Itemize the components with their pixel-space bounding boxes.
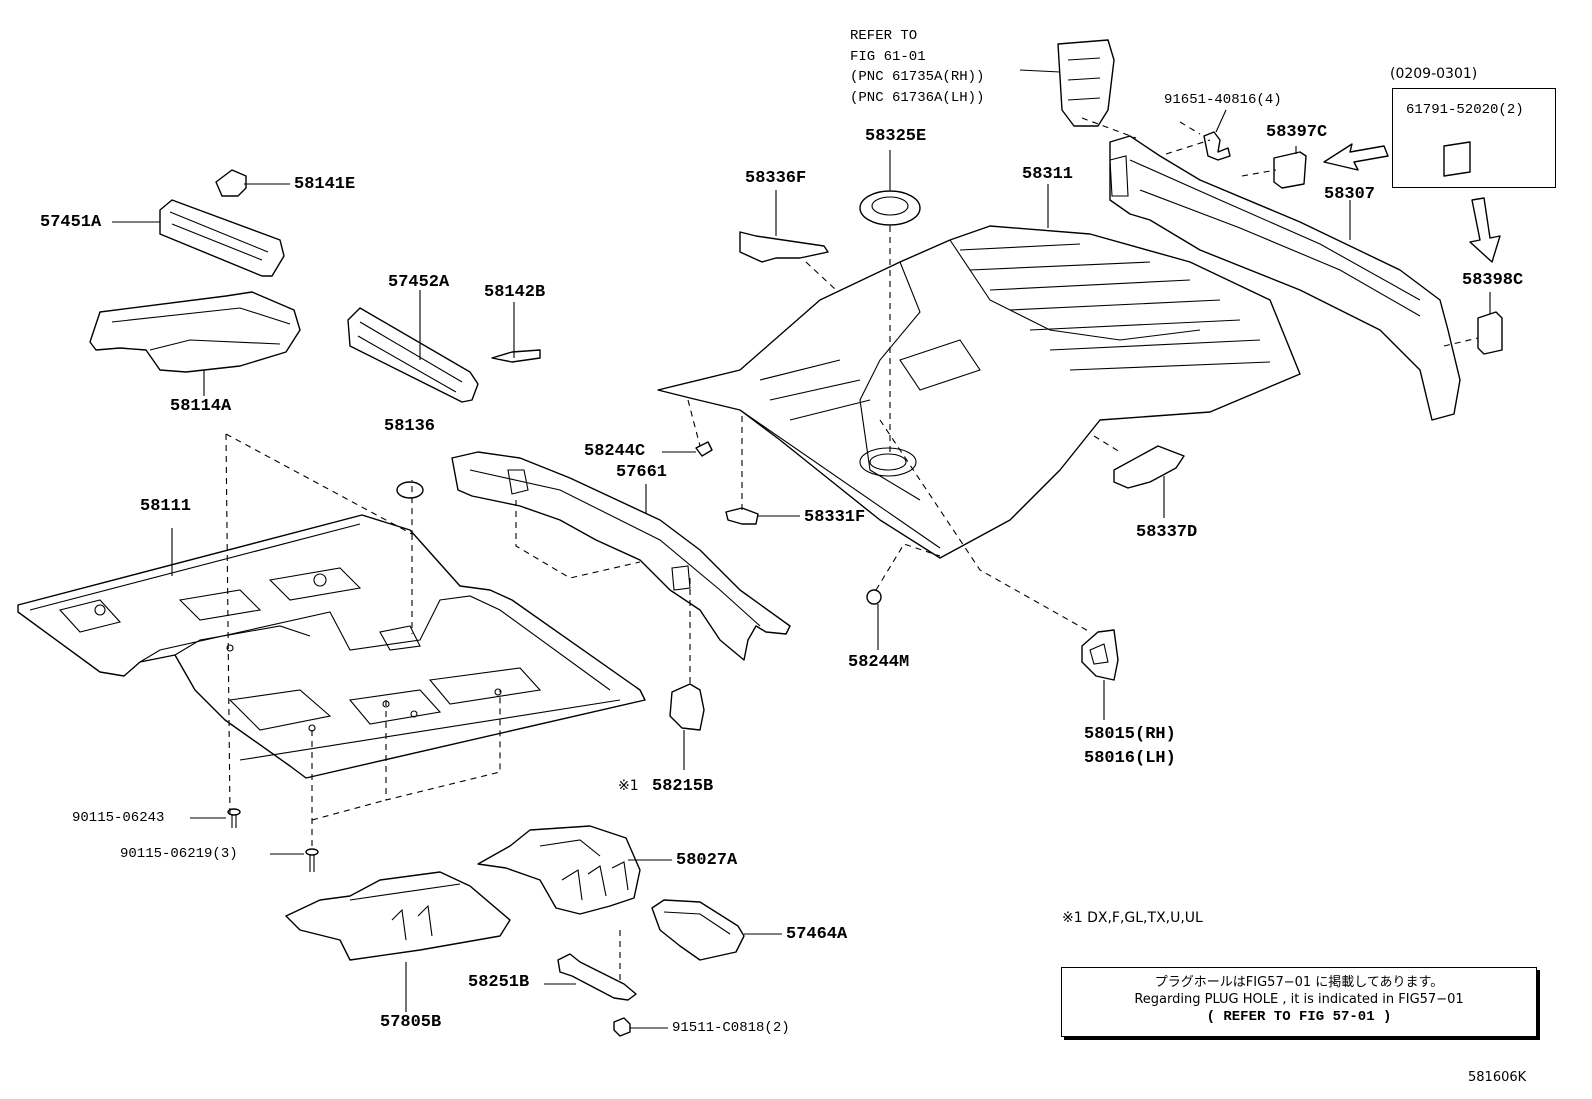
- label-90115-06243: 90115-06243: [72, 810, 165, 826]
- member-57451A: [159, 199, 285, 277]
- bolt-91511: [613, 1017, 631, 1037]
- bracket-58336F: [739, 231, 829, 263]
- clip-58244M: [866, 589, 882, 605]
- label-58251B: 58251B: [468, 973, 530, 992]
- figure-code: 581606K: [1468, 1070, 1527, 1085]
- label-58215B: 58215B: [652, 777, 714, 796]
- note-reference: ( REFER TO FIG 57-01 ): [1206, 1009, 1392, 1025]
- plug-hole-note: プラグホールはFIG57−01 に掲載してあります。 Regarding PLU…: [1061, 967, 1537, 1037]
- supersession-box: [1392, 88, 1556, 188]
- rear-floor-pan-58311: [657, 225, 1301, 559]
- panel-61735A-ref: [1057, 39, 1115, 127]
- label-58244C: 58244C: [584, 442, 646, 461]
- label-58016: 58016(LH): [1084, 749, 1176, 768]
- grommet-58325E: [859, 190, 921, 226]
- dashed-lines: [225, 117, 1479, 980]
- label-58141E: 58141E: [294, 175, 356, 194]
- label-57464A: 57464A: [786, 925, 848, 944]
- front-floor-pan-58111: [17, 514, 646, 779]
- label-58337D: 58337D: [1136, 523, 1198, 542]
- label-58398C: 58398C: [1462, 271, 1524, 290]
- bolt-90115-06243: [227, 808, 241, 828]
- brace-58251B: [557, 953, 637, 1001]
- pad-58398C: [1477, 311, 1503, 355]
- label-58114A: 58114A: [170, 397, 232, 416]
- bracket-58142B: [491, 349, 541, 363]
- label-58325E: 58325E: [865, 127, 927, 146]
- plug-58136: [396, 481, 424, 499]
- label-58142B: 58142B: [484, 283, 546, 302]
- label-58136: 58136: [384, 417, 436, 436]
- pad-58397C: [1273, 151, 1307, 189]
- bracket-58215B: [669, 683, 705, 731]
- arrow-to-58398C: [1469, 197, 1501, 263]
- note-english: Regarding PLUG HOLE , it is indicated in…: [1134, 992, 1464, 1007]
- label-58331F: 58331F: [804, 508, 866, 527]
- mark-prefix: ※1: [618, 778, 639, 794]
- label-57452A: 57452A: [388, 273, 450, 292]
- leader-lines: [112, 69, 1491, 1029]
- refer-line-3: (PNC 61735A(RH)): [850, 69, 985, 85]
- bracket-58015-58016: [1081, 629, 1119, 681]
- label-58336F: 58336F: [745, 169, 807, 188]
- crossmember-57805B: [285, 871, 511, 961]
- label-58311: 58311: [1022, 165, 1074, 184]
- crossmember-58114A: [89, 291, 301, 373]
- note-japanese: プラグホールはFIG57−01 に掲載してあります。: [1154, 975, 1444, 990]
- bolt-90115-06219: [305, 848, 319, 872]
- label-58027A: 58027A: [676, 851, 738, 870]
- bracket-57464A: [651, 899, 745, 961]
- label-57451A: 57451A: [40, 213, 102, 232]
- label-58111: 58111: [140, 497, 192, 516]
- label-61791: 61791-52020(2): [1406, 102, 1524, 118]
- refer-line-4: (PNC 61736A(LH)): [850, 90, 985, 106]
- label-58244M: 58244M: [848, 653, 910, 672]
- rear-crossmember-58307: [1109, 135, 1461, 421]
- crossmember-58027A: [477, 825, 641, 915]
- side-member-57661: [451, 451, 791, 661]
- label-58015: 58015(RH): [1084, 725, 1176, 744]
- label-58397C: 58397C: [1266, 123, 1328, 142]
- pad-61791: [1443, 141, 1471, 177]
- bolt-91651: [1203, 131, 1231, 161]
- label-91511: 91511-C0818(2): [672, 1020, 790, 1036]
- bracket-58337D: [1113, 445, 1185, 489]
- bracket-58331F: [725, 507, 759, 525]
- label-58307: 58307: [1324, 185, 1376, 204]
- refer-line-2: FIG 61-01: [850, 49, 926, 65]
- label-90115-06219: 90115-06219(3): [120, 846, 238, 862]
- bracket-58141E: [215, 169, 247, 197]
- member-57452A: [347, 307, 479, 403]
- arrow-to-58397C: [1323, 143, 1389, 171]
- footnote: ※1 DX,F,GL,TX,U,UL: [1062, 910, 1203, 926]
- date-range: (0209-0301): [1390, 66, 1478, 82]
- label-57661: 57661: [616, 463, 668, 482]
- bracket-58244C: [695, 441, 713, 457]
- refer-line-1: REFER TO: [850, 28, 918, 44]
- label-57805B: 57805B: [380, 1013, 442, 1032]
- label-91651: 91651-40816(4): [1164, 92, 1282, 108]
